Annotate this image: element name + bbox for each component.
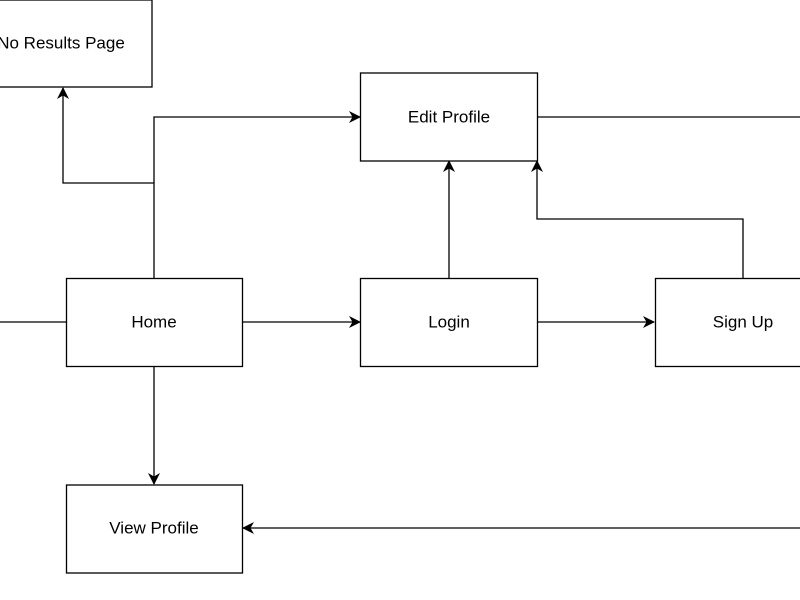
node-view-profile: View Profile <box>65 484 244 574</box>
node-sign-up: Sign Up <box>654 277 800 368</box>
node-sign-up-label: Sign Up <box>713 313 773 332</box>
node-view-profile-label: View Profile <box>109 519 198 538</box>
node-login-label: Login <box>428 313 470 332</box>
node-no-results-page-label: No Results Page <box>0 34 125 53</box>
edge-sign-up-to-edit-profile <box>531 160 744 278</box>
node-home: Home <box>65 277 244 368</box>
edge-home-to-no-results <box>57 87 155 278</box>
node-home-label: Home <box>131 313 176 332</box>
edge-home-to-edit-profile <box>153 111 361 183</box>
node-edit-profile: Edit Profile <box>359 72 539 162</box>
node-edit-profile-label: Edit Profile <box>408 108 490 127</box>
node-no-results-page: No Results Page <box>0 0 153 88</box>
edges <box>0 87 800 534</box>
node-login: Login <box>359 277 539 368</box>
